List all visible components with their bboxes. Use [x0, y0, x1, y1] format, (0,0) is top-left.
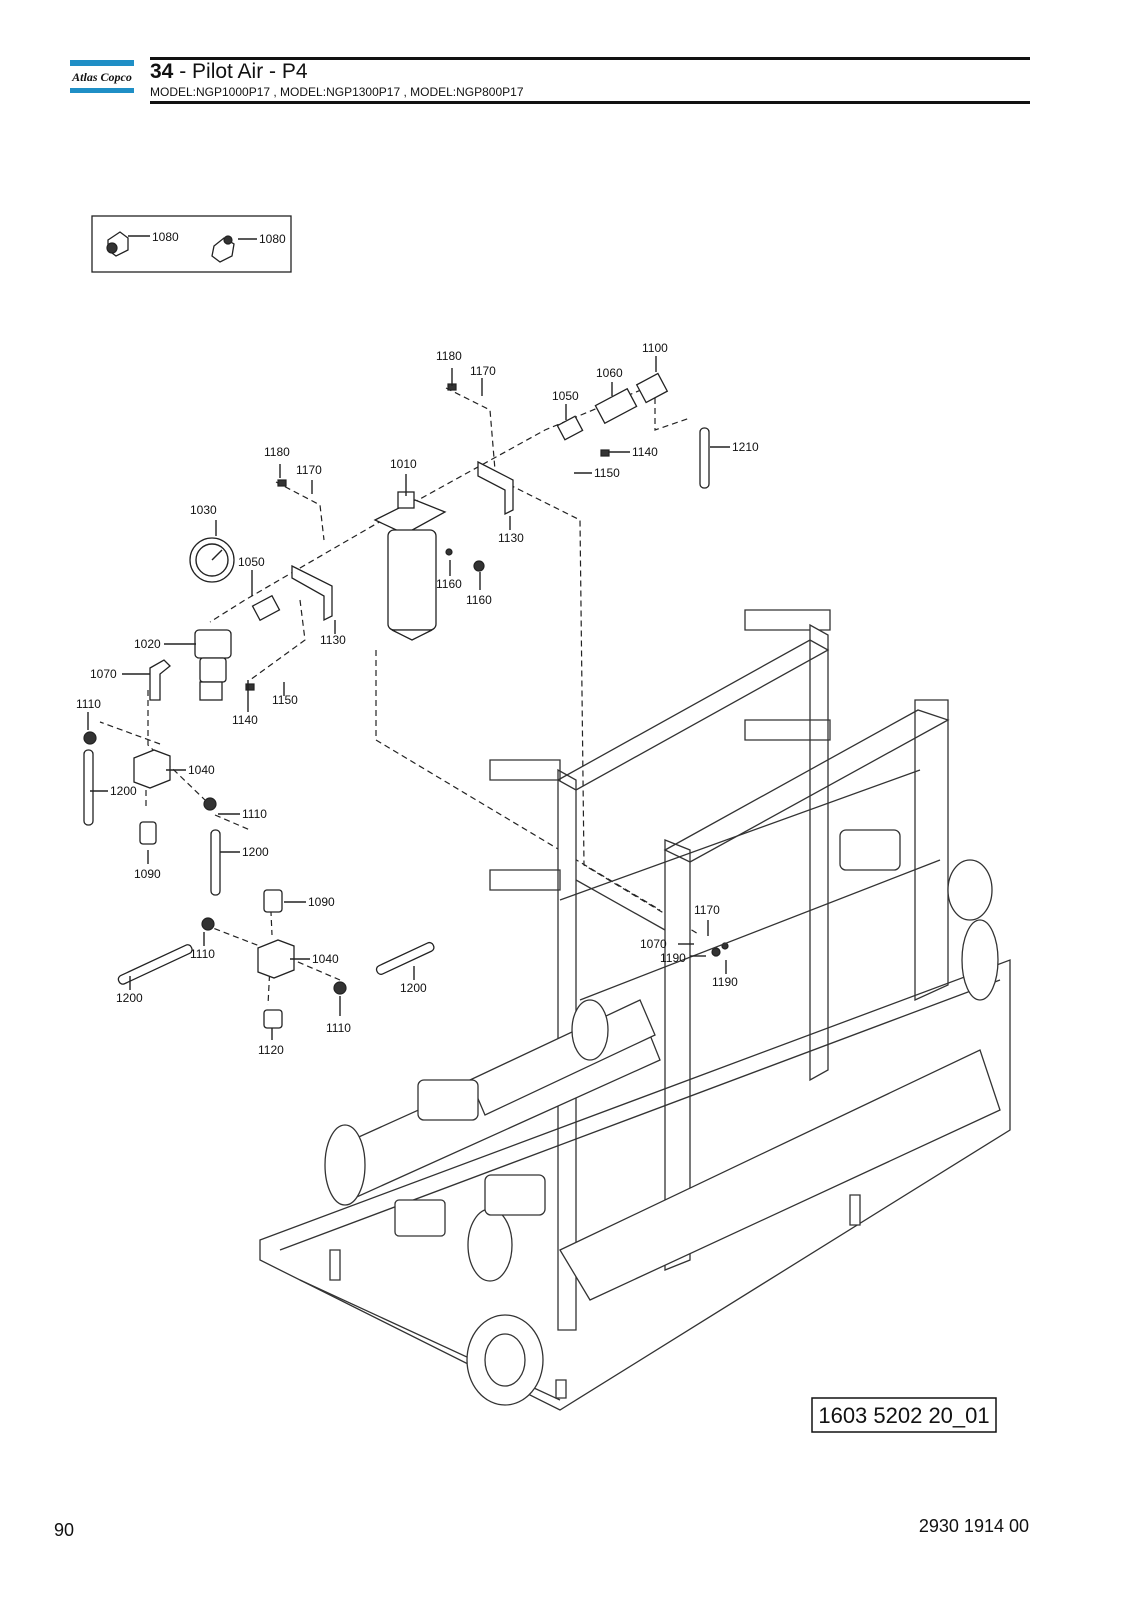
callout-1190: 1190 [660, 951, 686, 965]
callout-1200: 1200 [110, 784, 137, 798]
model-list: MODEL:NGP1000P17 , MODEL:NGP1300P17 , MO… [150, 85, 524, 99]
callout-1110: 1110 [76, 697, 101, 711]
callout-1110: 1110 [242, 807, 267, 821]
parts [83, 372, 729, 1029]
drawing-id-box: 1603 5202 20_01 [811, 1397, 997, 1433]
atlas-copco-logo: Atlas Copco [70, 60, 134, 93]
callout-labels: 1180 1170 1060 1100 1050 1140 1150 1210 … [76, 341, 759, 1057]
callout-1160: 1160 [436, 577, 462, 591]
drawing-id: 1603 5202 20_01 [818, 1403, 989, 1428]
callout-1190: 1190 [712, 975, 738, 989]
callout-1170: 1170 [296, 463, 322, 477]
callout-1060: 1060 [596, 366, 623, 380]
callout-1050: 1050 [552, 389, 579, 403]
machine-frame [259, 609, 1011, 1411]
callout-label: 1080 [259, 232, 286, 246]
logo-text: Atlas Copco [71, 70, 132, 84]
callout-1180: 1180 [264, 445, 290, 459]
callout-1140: 1140 [232, 713, 258, 727]
callout-1110: 1110 [190, 947, 215, 961]
callout-1210: 1210 [732, 440, 759, 454]
page-title: 34 - Pilot Air - P4 [150, 60, 308, 84]
header-rule-top [150, 57, 1030, 60]
callout-1120: 1120 [258, 1043, 284, 1057]
callout-1130: 1130 [498, 531, 524, 545]
callout-1040: 1040 [312, 952, 339, 966]
callout-1050: 1050 [238, 555, 265, 569]
callout-label: 1080 [152, 230, 179, 244]
header-rule-bottom [150, 101, 1030, 104]
callout-1010: 1010 [390, 457, 417, 471]
section-title: - Pilot Air - P4 [173, 60, 308, 83]
page-number: 90 [54, 1520, 75, 1540]
callout-1150: 1150 [594, 466, 620, 480]
callout-1030: 1030 [190, 503, 217, 517]
callout-1200: 1200 [400, 981, 427, 995]
callout-1130: 1130 [320, 633, 346, 647]
callout-1170: 1170 [470, 364, 496, 378]
callout-1100: 1100 [642, 341, 668, 355]
inset-box: 1080 1080 [91, 215, 292, 273]
leader-lines [87, 356, 730, 1040]
callout-1160: 1160 [466, 593, 492, 607]
callout-1140: 1140 [632, 445, 658, 459]
callout-1180: 1180 [436, 349, 462, 363]
callout-1090: 1090 [134, 867, 161, 881]
callout-1200: 1200 [242, 845, 269, 859]
callout-1040: 1040 [188, 763, 215, 777]
callout-1150: 1150 [272, 693, 298, 707]
callout-1070: 1070 [640, 937, 667, 951]
document-number: 2930 1914 00 [918, 1516, 1029, 1536]
callout-1090: 1090 [308, 895, 335, 909]
callout-1070: 1070 [90, 667, 117, 681]
section-number: 34 [150, 60, 174, 83]
callout-1170: 1170 [694, 903, 720, 917]
callout-1020: 1020 [134, 637, 161, 651]
callout-1200: 1200 [116, 991, 143, 1005]
callout-1110: 1110 [326, 1021, 351, 1035]
